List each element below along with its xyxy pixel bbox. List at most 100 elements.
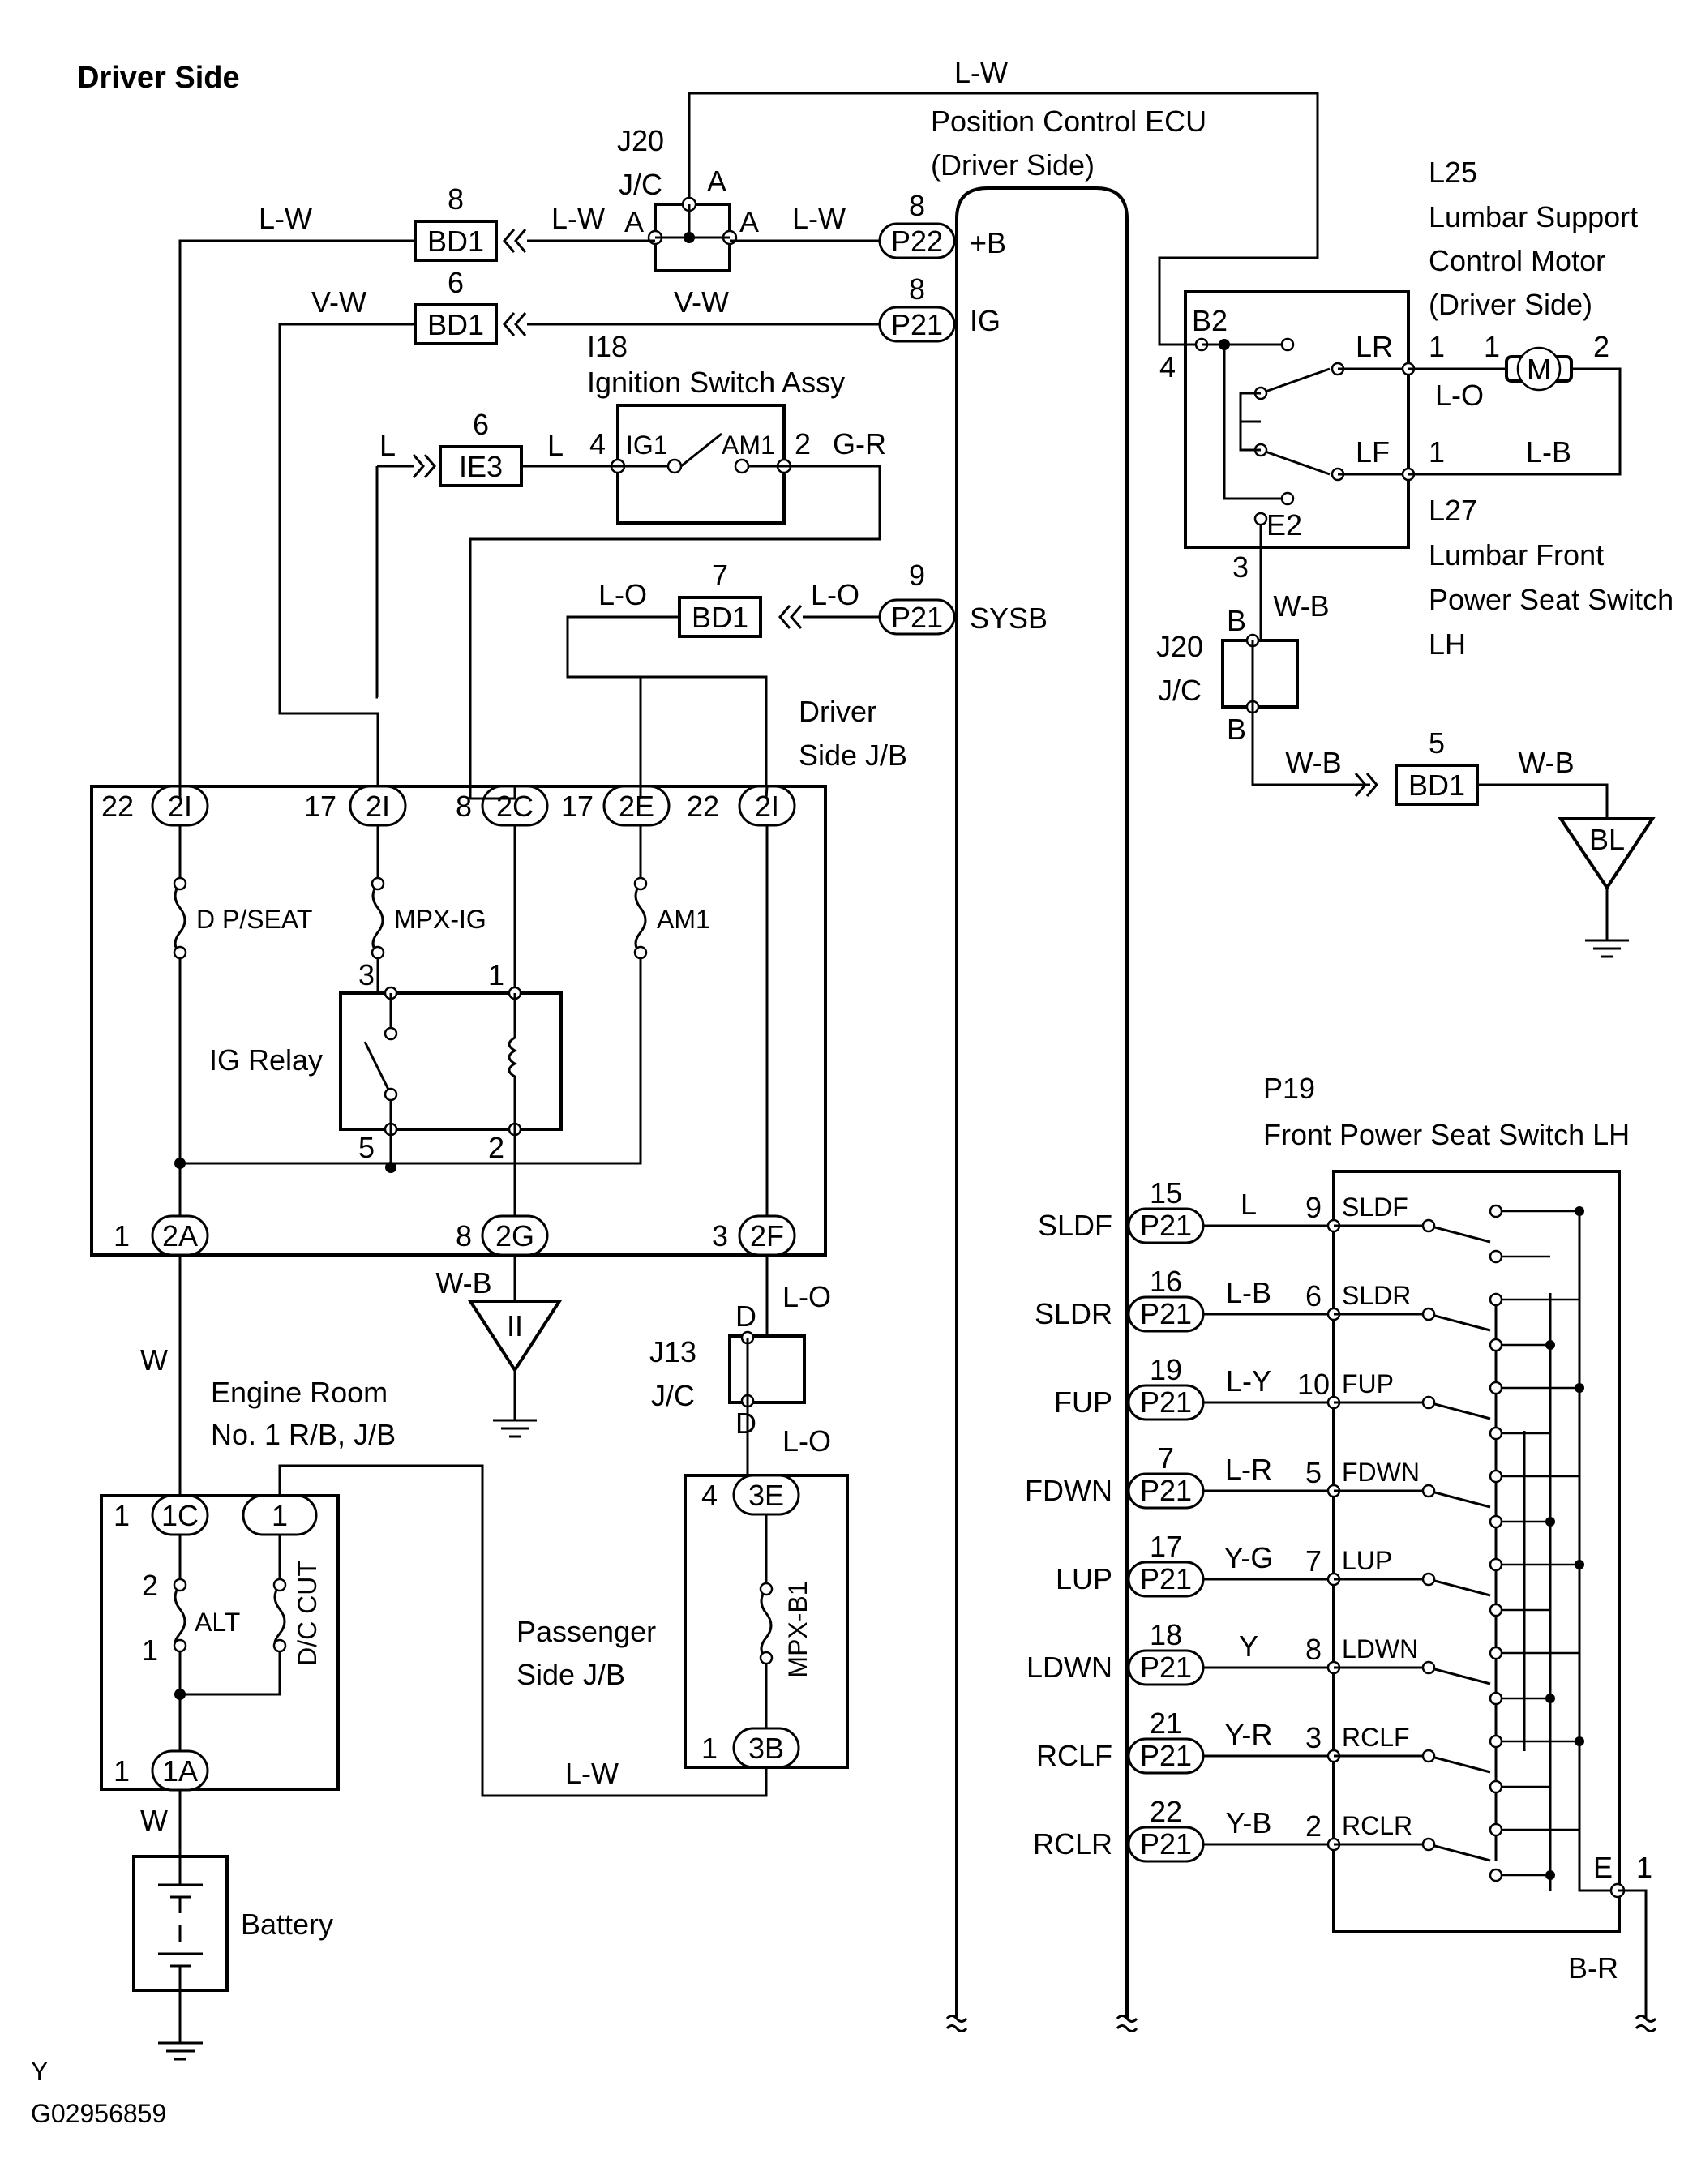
fuse-dccut-pin-b	[272, 1638, 287, 1653]
sw-junction-sldf	[1575, 1206, 1584, 1216]
ig-relay-contact-b	[384, 1087, 398, 1102]
conn-1c-pin: 1	[114, 1499, 130, 1532]
sw-junction-fdwn	[1545, 1517, 1555, 1527]
conn-2i-17-label: 2I	[366, 790, 390, 823]
fuse-dpseat-pin-b	[173, 945, 187, 960]
j20-top-junction	[684, 232, 695, 243]
wire-wb-bl	[1477, 783, 1609, 819]
wire-l-drop-2i	[375, 466, 379, 699]
sw-junction-rclf	[1575, 1736, 1584, 1746]
sw-junction-ldwn	[1545, 1694, 1555, 1703]
wire-wb-j20-label: W-B	[1273, 589, 1329, 623]
jb-top-connectors: 2I 22 2I 17 2C 8 2E 17 2I 22	[101, 785, 796, 827]
lumbar-lf-pin-num: 1	[1429, 435, 1445, 469]
sw-pivot-fdwn	[1421, 1484, 1436, 1498]
branch-dpseat	[178, 825, 642, 1165]
motor-pin2: 2	[1593, 330, 1609, 363]
lumbar-contact-bottom	[1280, 491, 1295, 506]
ig-relay-pin3-num: 3	[358, 958, 375, 991]
sw-contact-up-sldr	[1489, 1292, 1503, 1307]
chev-bd1-7	[778, 605, 803, 629]
lumbar-b2-junction	[1219, 339, 1230, 350]
sw-contact-up-fup	[1489, 1381, 1503, 1395]
chev-bd1-8	[503, 229, 527, 253]
fuse-alt-label: ALT	[195, 1608, 240, 1637]
conn-p21-rclr-label: P21	[1140, 1827, 1192, 1861]
conn-2f-pin: 3	[712, 1219, 728, 1253]
j13-type: J/C	[651, 1379, 695, 1412]
sw-contact-up-fdwn	[1489, 1469, 1503, 1484]
j13-box	[728, 1334, 806, 1404]
fuse-alt-pin1: 1	[142, 1634, 158, 1667]
sw-label-rclf: RCLF	[1342, 1723, 1410, 1752]
sw-contact-dn-rclf	[1489, 1779, 1503, 1794]
sw-pivot-ldwn	[1421, 1660, 1436, 1675]
sw-junction-rclr	[1545, 1870, 1555, 1880]
conn-p21-fdwn-label: P21	[1140, 1474, 1192, 1507]
wire-wb-j20-pin: 3	[1232, 550, 1249, 584]
fuse-mpxig-pin-b	[371, 945, 385, 960]
ignition-pin2-num: 2	[795, 427, 811, 460]
fuse-mpxig	[371, 883, 384, 954]
sw-contact-dn-sldf	[1489, 1249, 1503, 1264]
lumbar-e2-bus	[1241, 420, 1262, 547]
sw-pin-rclr: 2	[1305, 1809, 1322, 1843]
j20-bottom-id: J20	[1156, 630, 1203, 663]
fuse-dccut-label: D/C CUT	[293, 1561, 322, 1666]
wire-sldr-label: L-B	[1226, 1276, 1271, 1309]
fuse-dpseat	[174, 883, 186, 954]
wire-w-2a-label: W	[140, 1343, 168, 1377]
footer-code2: G02956859	[31, 2099, 166, 2128]
fuse-alt-pin-a	[173, 1578, 187, 1592]
wire-br-ground	[1618, 1889, 1648, 2019]
seat-switch-e-pin-num: 1	[1636, 1851, 1652, 1884]
fuse-mpxb1-wire	[760, 1514, 773, 1728]
sw-arm-fup	[1334, 1401, 1491, 1420]
ground-bl-label: BL	[1589, 823, 1625, 856]
wire-lw-3b-label: L-W	[565, 1757, 619, 1790]
conn-2i-17-pin: 17	[304, 790, 336, 823]
wire-lb-motor-label: L-B	[1526, 435, 1571, 469]
seat-switch-box	[1332, 1170, 1621, 1933]
wire-lup-label: Y-G	[1224, 1541, 1274, 1574]
j20-top-pin-a-top: A	[707, 165, 726, 198]
wire-l-ig1-label: L	[547, 429, 564, 462]
signal-sldf: SLDF	[1038, 1209, 1112, 1242]
ecu-name: Position Control ECU	[931, 105, 1206, 138]
sw-contact-up-rclr	[1489, 1822, 1503, 1837]
wire-into-2i22b	[765, 786, 769, 799]
battery-label: Battery	[241, 1908, 333, 1941]
ig-relay-label: IG Relay	[209, 1043, 323, 1077]
ie3-conn	[439, 445, 523, 487]
wire-vw-mpxig	[278, 323, 415, 799]
passenger-jb-line2: Side J/B	[516, 1658, 625, 1691]
conn-p21-sldr-label: P21	[1140, 1297, 1192, 1330]
sw-arm-ldwn	[1334, 1666, 1491, 1685]
wire-rclr-label: Y-B	[1226, 1806, 1272, 1839]
motor-symbol: M	[1527, 353, 1551, 386]
wire-fdwn-label: L-R	[1225, 1453, 1272, 1486]
bd1-pin7-label: BD1	[692, 601, 748, 634]
battery-cells	[158, 1856, 203, 1990]
lumbar-switch-line3: LH	[1429, 627, 1466, 661]
j13-pin-d-top: D	[735, 1300, 756, 1333]
wire-lo-sysb-label: L-O	[811, 578, 859, 611]
conn-p21-lup-label: P21	[1140, 1562, 1192, 1595]
wire-rclf-label: Y-R	[1225, 1718, 1273, 1751]
conn-p21-fup-label: P21	[1140, 1385, 1192, 1419]
motor-pin1: 1	[1484, 330, 1500, 363]
wire-wb-ii-label: W-B	[435, 1266, 491, 1300]
conn-2i-22b-pin: 22	[687, 790, 719, 823]
ignition-internal	[618, 432, 784, 468]
sw-contact-dn-fdwn	[1489, 1514, 1503, 1529]
bd1-pin7-num: 7	[712, 559, 728, 592]
fuse-dpseat-label: D P/SEAT	[196, 905, 312, 934]
conn-p21-ldwn-label: P21	[1140, 1651, 1192, 1684]
j20-top-pin-a-right: A	[739, 205, 759, 238]
ground-ii-symbol	[493, 1370, 537, 1438]
sw-contact-dn-rclr	[1489, 1868, 1503, 1882]
ecu-pin-ig: IG	[970, 304, 1001, 337]
ecu-body	[955, 186, 1129, 2019]
fuse-am1-label: AM1	[657, 905, 710, 934]
